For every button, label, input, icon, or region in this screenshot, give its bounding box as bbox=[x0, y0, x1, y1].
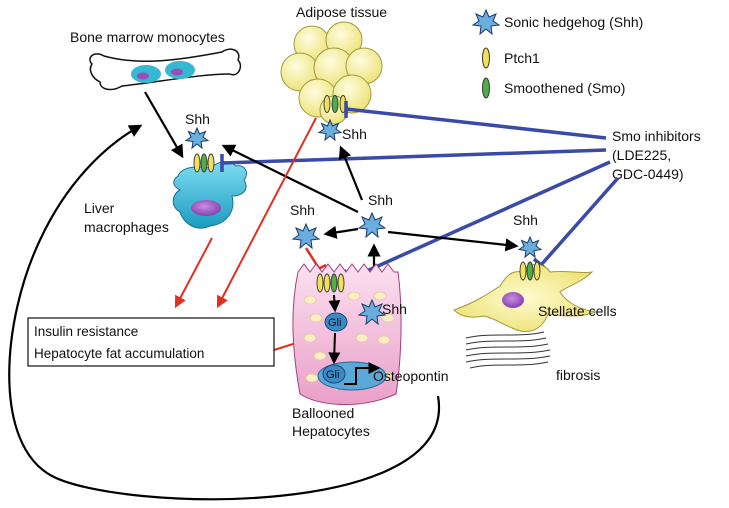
shh-label-adipose: Shh bbox=[342, 126, 367, 142]
lipid-droplets bbox=[303, 291, 395, 391]
adipose-smo-receptor bbox=[331, 95, 339, 113]
legend-ptch1-label: Ptch1 bbox=[504, 50, 540, 66]
fibrosis-label: fibrosis bbox=[556, 367, 600, 383]
ballooned-label-1: Ballooned bbox=[292, 405, 354, 421]
arrow-smo-to-gli bbox=[328, 294, 341, 313]
legend: Sonic hedgehog (Shh) Ptch1 Smoothened (S… bbox=[471, 8, 643, 99]
arrow-osteopontin-transcription bbox=[344, 362, 381, 385]
shh-ligand-inner bbox=[357, 298, 387, 326]
shh-label-center: Shh bbox=[368, 192, 393, 208]
adipose-label: Adipose tissue bbox=[296, 4, 387, 20]
arrow-center-to-adipose bbox=[338, 145, 364, 201]
stellate-label: Stellate cells bbox=[538, 303, 617, 319]
arrow-gli-to-nucleus bbox=[328, 332, 341, 365]
arrow-center-to-macrophage bbox=[221, 144, 359, 213]
inhibit-adipose bbox=[345, 107, 607, 140]
insulin-resistance-box: Insulin resistance Hepatocyte fat accumu… bbox=[27, 317, 275, 367]
hepatocyte-ptch1-receptor bbox=[316, 273, 324, 293]
stellate-cell bbox=[453, 261, 597, 332]
liver-macrophage-cell bbox=[172, 153, 247, 229]
shh-ligand-left bbox=[291, 222, 321, 250]
ballooned-label-2: Hepatocytes bbox=[292, 423, 370, 439]
legend-shh-label: Sonic hedgehog (Shh) bbox=[504, 14, 643, 30]
arrow-bone-to-macrophage bbox=[144, 91, 184, 159]
smo-inhibitors-label-1: Smo inhibitors bbox=[612, 128, 701, 144]
insulin-resistance-text: Insulin resistance bbox=[34, 324, 138, 339]
shh-label-macrophage: Shh bbox=[185, 111, 210, 127]
liver-macrophage-label-2: macrophages bbox=[84, 219, 169, 235]
gli-protein-cyto: Gli bbox=[324, 312, 348, 332]
shh-label-inner: Shh bbox=[382, 301, 407, 317]
arrow-adipose-to-insulin bbox=[216, 117, 317, 309]
legend-smo-label: Smoothened (Smo) bbox=[504, 80, 625, 96]
adipose-ptch1-receptor bbox=[323, 95, 331, 113]
legend-shh-icon bbox=[471, 8, 501, 36]
shh-ligand-macrophage bbox=[184, 126, 210, 150]
arrow-macrophage-to-insulin bbox=[174, 237, 213, 309]
hepatocyte-smo-receptor bbox=[330, 273, 338, 293]
stellate-ptch1-receptor bbox=[519, 261, 527, 281]
smo-inhibition-lines bbox=[220, 101, 620, 289]
gli-label-nucleus: Gli bbox=[326, 369, 339, 381]
bone-marrow-label: Bone marrow monocytes bbox=[70, 29, 225, 45]
monocyte-cell bbox=[131, 61, 195, 83]
bone-marrow-bone bbox=[89, 48, 242, 91]
signaling-arrows bbox=[8, 91, 519, 501]
arrow-center-to-left bbox=[323, 225, 359, 239]
arrow-center-to-stellate bbox=[387, 230, 519, 252]
legend-smo-icon bbox=[482, 77, 490, 99]
macrophage-ptch1-receptor bbox=[193, 153, 201, 173]
smo-inhibitors-label-3: GDC-0449) bbox=[612, 166, 684, 182]
inhibit-hepatocyte bbox=[348, 160, 611, 281]
arrow-feedback-loop bbox=[8, 124, 441, 501]
fibrosis-fibers bbox=[465, 331, 551, 369]
shh-label-stellate: Shh bbox=[513, 212, 538, 228]
osteopontin-label: Osteopontin bbox=[373, 368, 449, 384]
shh-label-left: Shh bbox=[290, 202, 315, 218]
inhibit-macrophage bbox=[221, 148, 607, 165]
adipocyte-cluster bbox=[280, 21, 383, 125]
gli-protein-nucleus: Gli bbox=[322, 364, 346, 384]
legend-ptch1-icon bbox=[482, 47, 490, 69]
macrophage-smo-receptor bbox=[200, 153, 208, 173]
shh-ligand-center bbox=[357, 211, 387, 239]
ballooned-hepatocyte-cell: Gli Gli bbox=[292, 263, 402, 406]
fat-accumulation-text: Hepatocyte fat accumulation bbox=[34, 346, 204, 361]
shh-ligand-stellate bbox=[517, 235, 543, 259]
shh-ligand-adipose bbox=[317, 118, 343, 142]
gli-label-cyto: Gli bbox=[328, 317, 341, 329]
liver-macrophage-label-1: Liver bbox=[84, 200, 115, 216]
smo-inhibitors-label-2: (LDE225, bbox=[612, 147, 671, 163]
inhibit-stellate bbox=[539, 176, 620, 267]
stellate-smo-receptor bbox=[526, 261, 534, 281]
